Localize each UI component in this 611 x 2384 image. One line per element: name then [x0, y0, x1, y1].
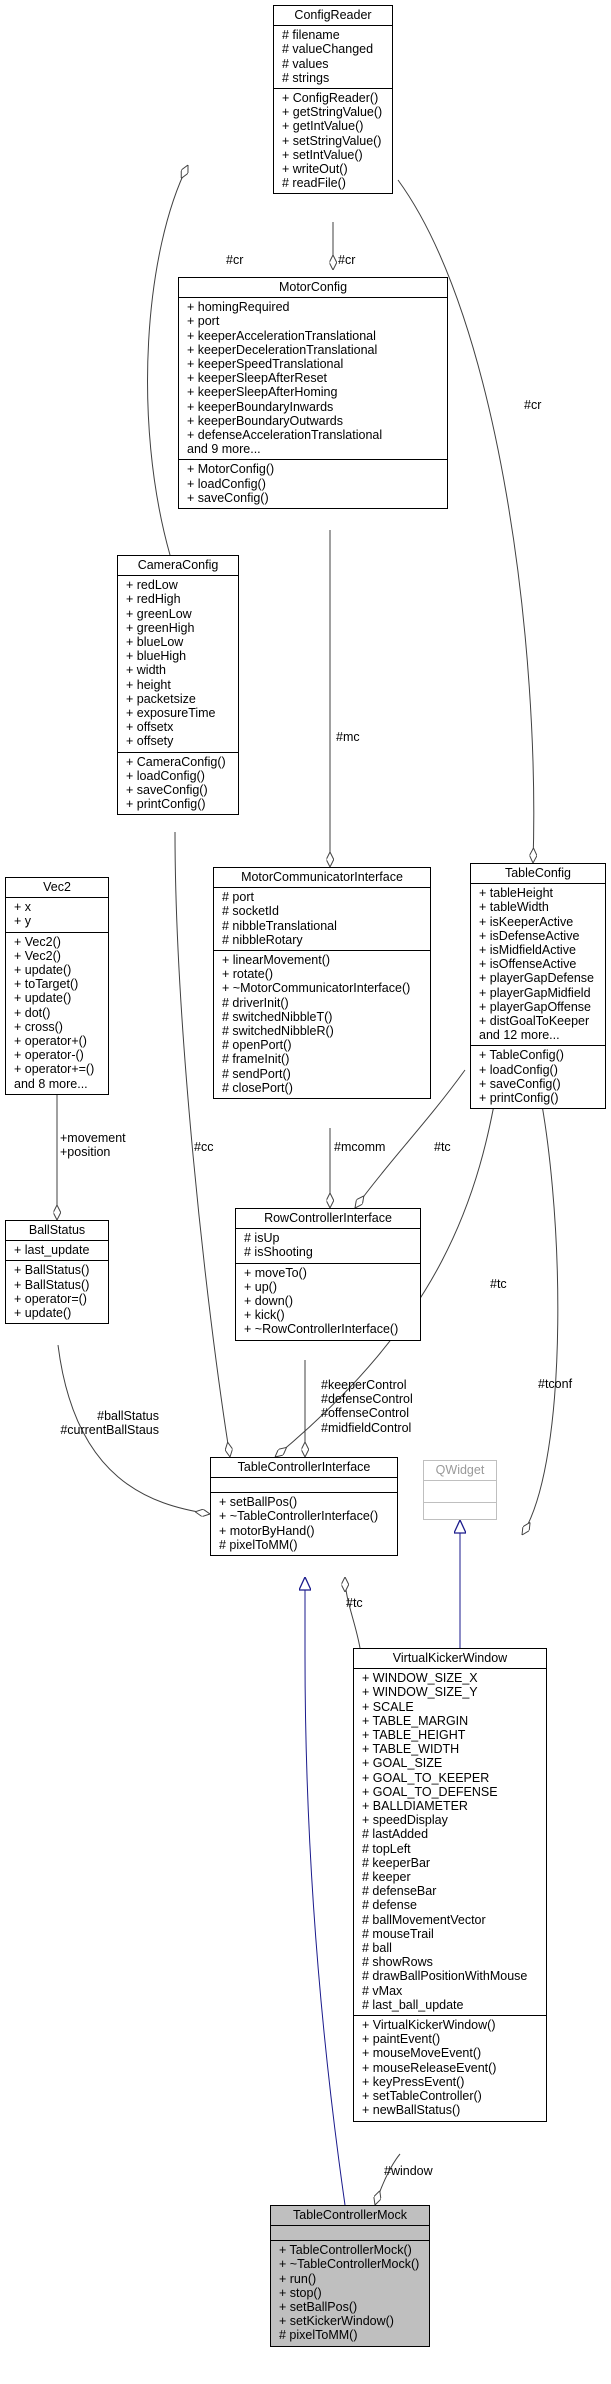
class-name: TableControllerMock	[271, 2206, 429, 2227]
class-name: QWidget	[424, 1461, 496, 1482]
attributes	[424, 1481, 496, 1504]
attributes: # isUp # isShooting	[236, 1229, 420, 1264]
edge-configreader-cameraconfig	[147, 165, 188, 556]
methods: + Vec2() + Vec2() + update() + toTarget(…	[14, 934, 95, 1091]
edge-label-cr-table: #cr	[524, 398, 542, 412]
class-name: ConfigReader	[274, 6, 392, 27]
attributes: + x + y	[6, 898, 108, 933]
edge-tableconfig-tablecontroller	[275, 1069, 501, 1457]
methods: + moveTo() + up() + down() + kick() + ~R…	[244, 1265, 399, 1337]
edge-label-tc-row: #tc	[434, 1140, 451, 1154]
edge-label-cc: #cc	[194, 1140, 214, 1154]
attributes: + homingRequired + port + keeperAccelera…	[179, 298, 447, 461]
edge-cameraconfig-tablecontroller	[174, 831, 230, 1457]
attributes: + redLow + redHigh + greenLow + greenHig…	[118, 576, 238, 753]
class-vec2[interactable]: Vec2 + x + y + Vec2() + Vec2() + update(…	[5, 877, 109, 1095]
attributes: + last_update	[6, 1241, 108, 1262]
attributes	[271, 2226, 429, 2242]
class-tablecontrollermock[interactable]: TableControllerMock + TableControllerMoc…	[270, 2205, 430, 2347]
class-name: RowControllerInterface	[236, 1209, 420, 1230]
class-motorconfig[interactable]: MotorConfig + homingRequired + port + ke…	[178, 277, 448, 510]
edge-window-tablecontroller	[345, 1577, 361, 1649]
class-ballstatus[interactable]: BallStatus + last_update + BallStatus() …	[5, 1220, 109, 1325]
class-rowcontrollerinterface[interactable]: RowControllerInterface # isUp # isShooti…	[235, 1208, 421, 1341]
class-motorcommunicatorinterface[interactable]: MotorCommunicatorInterface # port # sock…	[213, 867, 431, 1100]
edge-label-tconf: #tconf	[538, 1377, 573, 1391]
methods: + setBallPos() + ~TableControllerInterfa…	[219, 1495, 379, 1552]
edge-mock-inherits-tablecontroller	[305, 1577, 346, 2206]
methods: + TableControllerMock() + ~TableControll…	[279, 2243, 420, 2343]
edge-label-mcomm: #mcomm	[334, 1140, 386, 1154]
edge-label-mc: #mc	[336, 730, 360, 744]
class-tablecontrollerinterface[interactable]: TableControllerInterface + setBallPos() …	[210, 1457, 398, 1557]
class-name: CameraConfig	[118, 556, 238, 577]
edge-label-window: #window	[384, 2164, 433, 2178]
edge-label-tc-window: #tc	[346, 1596, 363, 1610]
edge-tableconfig-rowcontroller	[355, 1069, 466, 1208]
methods: + ConfigReader() + getStringValue() + ge…	[282, 91, 383, 191]
edge-tableconfig-window	[522, 1069, 559, 1535]
class-virtualkickerwindow[interactable]: VirtualKickerWindow + WINDOW_SIZE_X + WI…	[353, 1648, 547, 2122]
attributes: # filename # valueChanged # values # str…	[274, 26, 392, 90]
methods: + MotorConfig() + loadConfig() + saveCon…	[187, 462, 275, 505]
methods	[424, 1503, 496, 1517]
methods: + linearMovement() + rotate() + ~MotorCo…	[222, 953, 411, 1095]
attributes: + WINDOW_SIZE_X + WINDOW_SIZE_Y + SCALE …	[354, 1669, 546, 2017]
class-name: MotorConfig	[179, 278, 447, 299]
class-cameraconfig[interactable]: CameraConfig + redLow + redHigh + greenL…	[117, 555, 239, 816]
edge-ballstatus-tablecontroller	[57, 1344, 210, 1514]
class-name: BallStatus	[6, 1221, 108, 1242]
class-tableconfig[interactable]: TableConfig + tableHeight + tableWidth +…	[470, 863, 606, 1110]
edge-label-movement: +movement +position	[60, 1131, 126, 1160]
attributes: + tableHeight + tableWidth + isKeeperAct…	[471, 884, 605, 1047]
class-qwidget[interactable]: QWidget	[423, 1460, 497, 1520]
edge-label-cr-motor: #cr	[338, 253, 356, 267]
class-name: Vec2	[6, 878, 108, 899]
edge-window-mock	[375, 2153, 401, 2205]
attributes	[211, 1478, 397, 1494]
methods: + BallStatus() + BallStatus() + operator…	[14, 1263, 90, 1321]
edge-label-cr-camera: #cr	[226, 253, 244, 267]
edge-label-tc-interface: #tc	[490, 1277, 507, 1291]
class-configreader[interactable]: ConfigReader # filename # valueChanged #…	[273, 5, 393, 195]
attributes: # port # socketId # nibbleTranslational …	[214, 888, 430, 952]
methods: + TableConfig() + loadConfig() + saveCon…	[479, 1048, 564, 1106]
edge-label-ballstatus: #ballStatus #currentBallStaus	[60, 1409, 159, 1438]
edge-configreader-tableconfig	[397, 179, 534, 863]
edge-label-controls: #keeperControl #defenseControl #offenseC…	[321, 1378, 413, 1435]
class-name: VirtualKickerWindow	[354, 1649, 546, 1670]
methods: + VirtualKickerWindow() + paintEvent() +…	[362, 2018, 497, 2118]
class-name: TableConfig	[471, 864, 605, 885]
class-name: TableControllerInterface	[211, 1458, 397, 1479]
methods: + CameraConfig() + loadConfig() + saveCo…	[126, 754, 226, 812]
class-name: MotorCommunicatorInterface	[214, 868, 430, 889]
